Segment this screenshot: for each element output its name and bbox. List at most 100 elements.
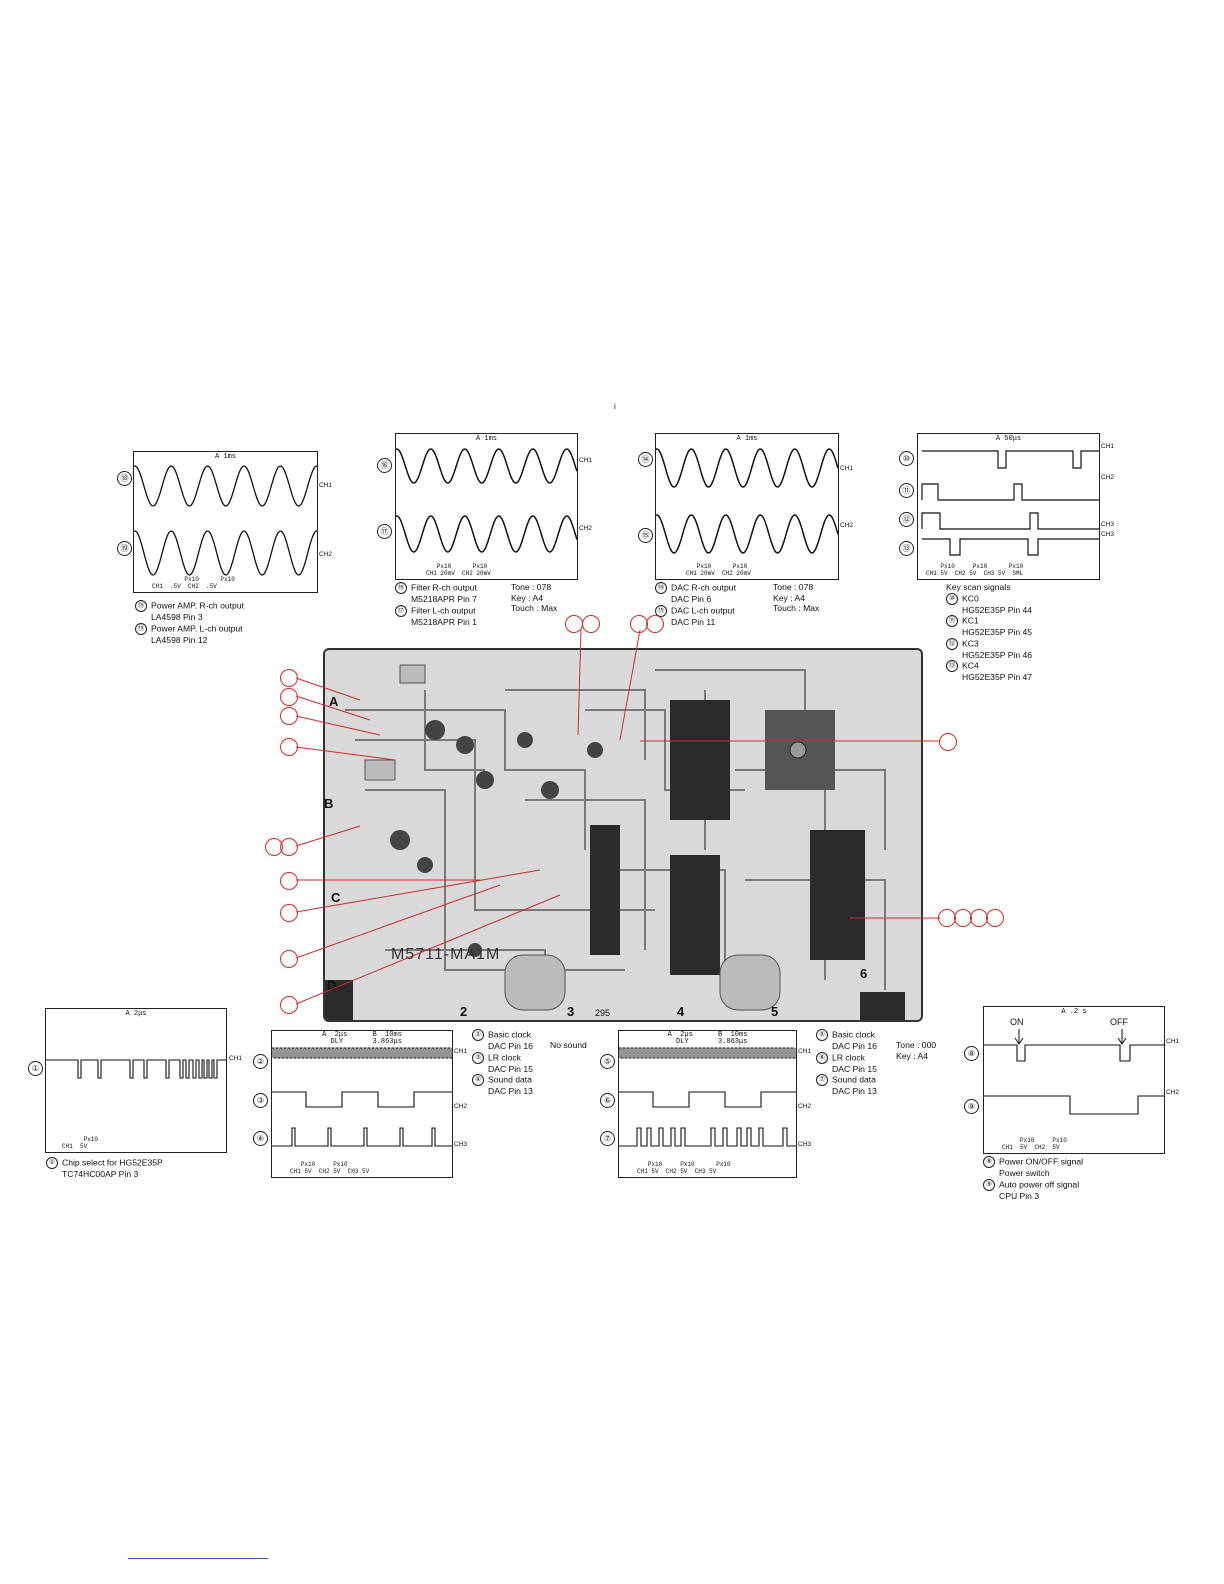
caption-marker: ⑥ xyxy=(816,1051,828,1064)
scope-footer: Px10 CH1 5V xyxy=(62,1136,99,1150)
testpoint-marker xyxy=(280,707,298,725)
ch3-label: CH3 xyxy=(1101,521,1115,528)
caption-marker: ⑫ xyxy=(946,637,958,650)
ch2-label: CH2 xyxy=(798,1103,812,1110)
scope-header: A 1ms xyxy=(214,453,236,461)
caption-line: LA4598 Pin 3 xyxy=(151,612,203,622)
marker-3: ③ xyxy=(253,1093,268,1108)
scope-traces xyxy=(396,448,577,553)
marker-2: ② xyxy=(253,1054,268,1069)
ch2-label: CH2 xyxy=(1166,1089,1180,1096)
scope-chip-select: A 2μs Px10 CH1 5V xyxy=(45,1008,227,1153)
trace-ch1 xyxy=(46,1059,226,1079)
page-mark: i xyxy=(614,402,616,411)
setting-no-sound: No sound xyxy=(550,1040,587,1050)
footer-rule xyxy=(128,1558,268,1559)
testpoint-marker xyxy=(280,872,298,890)
testpoint-marker xyxy=(280,904,298,922)
marker-13: ⑬ xyxy=(899,541,914,556)
caption-line: DAC Pin 13 xyxy=(832,1086,877,1097)
zone-c: C xyxy=(331,890,341,905)
setting-touch: Touch : Max xyxy=(511,603,558,614)
scope-footer: Px10 Px10 CH1 20mV CH2 20mV xyxy=(686,563,751,577)
setting-key: Key : A4 xyxy=(896,1050,929,1061)
caption-marker: ② xyxy=(472,1029,484,1041)
col-5: 5 xyxy=(771,1004,779,1019)
marker-7: ⑦ xyxy=(600,1131,615,1146)
col-3: 3 xyxy=(567,1004,575,1019)
scope-header: A 2μs B 10ms DLY 3.863μs xyxy=(322,1031,402,1046)
setting-key: Key : A4 xyxy=(511,592,544,603)
caption-line: HG52E35P Pin 44 xyxy=(962,604,1033,615)
settings-clock-a: No sound xyxy=(550,1040,587,1051)
trace-data xyxy=(619,1127,796,1147)
caption-marker: ⑲ xyxy=(135,622,147,635)
scope-footer: Px10 Px10 CH1 .5V CH2 .5V xyxy=(152,576,235,590)
caption-marker: ① xyxy=(46,1157,58,1169)
setting-key: Key : A4 xyxy=(773,592,806,603)
trace-ch2 xyxy=(396,515,577,553)
scope-footer: Px10 Px10 Px10 CH1 5V CH2 5V CH3 5V xyxy=(637,1161,731,1175)
caption-line: DAC Pin 15 xyxy=(832,1063,877,1074)
scope-header: A 2μs B 10ms DLY 3.863μs xyxy=(667,1031,748,1046)
caption-line: KC3 xyxy=(962,638,979,649)
setting-touch: Touch : Max xyxy=(773,603,820,614)
dim-label: 295 xyxy=(595,1008,611,1018)
ch1-label: CH1 xyxy=(229,1055,243,1062)
marker-9: ⑨ xyxy=(964,1099,979,1114)
off-label: OFF xyxy=(1110,1017,1128,1027)
scope-traces xyxy=(656,448,838,554)
scope-traces xyxy=(134,465,317,576)
marker-16: ⑯ xyxy=(377,458,392,473)
ch2-label: CH2 xyxy=(319,551,333,558)
marker-6: ⑥ xyxy=(600,1093,615,1108)
caption-marker: ⑧ xyxy=(983,1156,995,1168)
trace-kc3 xyxy=(921,512,1099,530)
marker-8: ⑧ xyxy=(964,1046,979,1061)
testpoint-marker xyxy=(280,950,298,968)
caption-line: DAC Pin 6 xyxy=(671,594,712,604)
caption-line: HG52E35P Pin 45 xyxy=(962,627,1033,638)
caption-line: Basic clock xyxy=(832,1029,875,1040)
caption-marker: ④ xyxy=(472,1074,484,1087)
col-2: 2 xyxy=(460,1004,468,1019)
caption-marker: ⑯ xyxy=(395,582,407,594)
scope-traces xyxy=(921,450,1099,556)
scope-traces xyxy=(984,1029,1164,1115)
caption-line: Power AMP. R-ch output xyxy=(151,600,244,611)
trace-kc0 xyxy=(922,450,1099,469)
trace-kc4 xyxy=(922,538,1099,556)
zone-d: D xyxy=(327,978,337,993)
testpoint-marker xyxy=(280,669,298,687)
caption-line: Basic clock xyxy=(488,1029,531,1040)
caption-marker: ⑪ xyxy=(946,615,958,628)
caption-line: DAC R-ch output xyxy=(671,582,736,593)
caption-line: DAC Pin 15 xyxy=(488,1063,533,1074)
caption-line: HG52E35P Pin 47 xyxy=(962,672,1033,683)
scope-filter: A 1ms Px10 Px10 CH1 20mV CH2 20mV xyxy=(395,433,578,580)
caption-line: DAC Pin 16 xyxy=(832,1041,877,1051)
ch1-label: CH1 xyxy=(319,482,333,489)
trace-kc1 xyxy=(921,483,1099,501)
trace-clock xyxy=(272,1047,452,1059)
trace-clock xyxy=(619,1047,796,1059)
ch1-label: CH1 xyxy=(1101,443,1115,450)
settings-dac: Tone : 078 Key : A4 Touch : Max xyxy=(773,582,819,614)
caption-line: Power switch xyxy=(999,1168,1050,1178)
caption-marker: ⑭ xyxy=(655,582,667,594)
scope-clock-b: A 2μs B 10ms DLY 3.863μs Px10 Px10 Px10 … xyxy=(618,1030,797,1178)
caption-marker: ③ xyxy=(472,1051,484,1064)
caption-line: Auto power off signal xyxy=(999,1178,1080,1189)
testpoint-marker xyxy=(280,996,298,1014)
scope-footer: Px10 Px10 CH1 5V CH2 5V CH3 5V xyxy=(290,1161,370,1175)
caption-line: TC74HC00AP Pin 3 xyxy=(62,1169,139,1179)
caption-line: KC0 xyxy=(962,592,979,603)
caption-line: Power AMP. L-ch output xyxy=(151,622,243,633)
caption-line: Chip select for HG52E35P xyxy=(62,1157,163,1168)
caption-line: LR clock xyxy=(832,1051,865,1062)
caption-line: Power ON/OFF signal xyxy=(999,1156,1084,1167)
caption-marker: ⑬ xyxy=(946,660,958,673)
